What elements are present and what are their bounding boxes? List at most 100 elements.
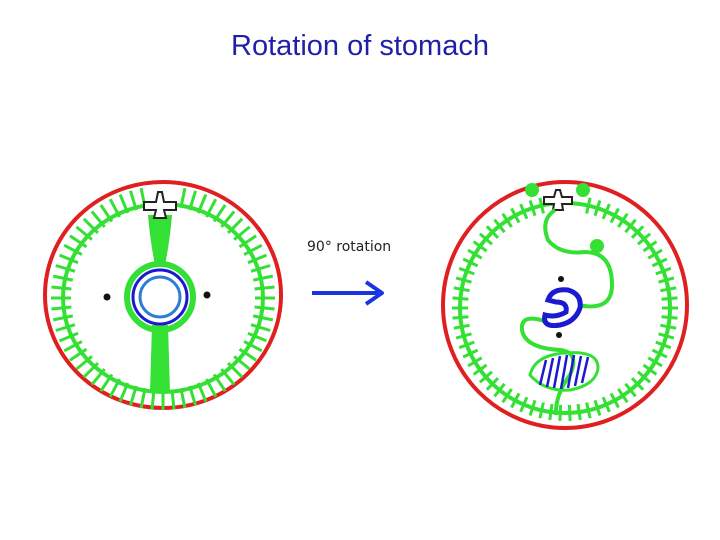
hatch-mark [548,403,554,421]
hatch-mark [661,296,678,301]
rotation-arrow [312,280,384,306]
liver-hatching [538,354,590,390]
hatch-mark [651,257,668,268]
hatch-mark [220,368,236,386]
hatch-mark [567,404,572,421]
hatch-mark [493,382,506,398]
hatch-mark [212,204,227,223]
stomach-mesentery-ring [124,261,196,333]
hatch-mark [593,399,602,416]
hatch-mark [139,387,147,409]
stomach-lumen-left [138,275,182,319]
hatch-mark [118,382,130,403]
hatch-mark [247,331,268,343]
hatch-mark [655,266,672,276]
marker-dot-right-2 [556,332,562,338]
hatch-mark [90,368,106,386]
vertebra-icon [143,191,177,219]
hatching-right [452,197,678,421]
hatch-mark [129,385,138,406]
hatch-mark [233,225,251,241]
hatch-mark [75,225,93,241]
hatch-mark [99,204,114,223]
hatch-mark [51,305,72,311]
hatch-mark [69,347,88,362]
hatch-mark [658,276,675,284]
hatch-mark [501,212,513,228]
hatch-mark [58,331,79,343]
hatch-mark [462,257,479,268]
hatch-mark [528,399,537,416]
hatch-mark [243,340,263,353]
hatch-mark [647,248,663,260]
dorsal-mesentery-right [543,208,615,309]
hatch-mark [69,234,88,249]
hatch-mark [493,218,506,234]
hatch-mark [609,207,620,224]
dorsal-mesentery-left [148,215,172,265]
hatch-mark [179,387,187,409]
hatch-mark [252,274,274,282]
hatch-mark [660,323,677,330]
hatch-mark [63,243,83,256]
hatch-mark [661,315,678,320]
hatch-mark [651,348,668,359]
hatch-mark [472,240,488,253]
hatch-mark [478,232,493,246]
hatch-mark [75,355,93,371]
hatch-mark [617,212,629,228]
hatch-mark [90,210,106,228]
hatch-mark [601,203,611,220]
hatch-mark [99,373,114,392]
after-rotation-diagram [441,180,689,430]
hatch-mark [212,373,227,392]
hatch-mark [609,392,620,409]
hatch-mark [655,340,672,350]
hatch-mark [585,402,592,419]
hatch-mark [254,305,275,311]
before-rotation-diagram [43,180,283,410]
hatch-mark [196,193,208,214]
hatch-mark [247,253,268,265]
hatch-mark [519,203,529,220]
hatch-mark [467,356,483,368]
hatch-mark [52,274,74,282]
page-title: Rotation of stomach [231,30,489,62]
hatch-mark [51,285,72,291]
hatch-mark [637,232,652,246]
ventral-mesentery-left [150,325,170,392]
hatch-mark [458,266,475,276]
hatch-mark [528,200,537,217]
hatch-mark [188,385,197,406]
hatch-mark [630,225,645,239]
hatch-mark [455,276,472,284]
hatch-mark [453,286,470,293]
mesentery-node-2 [576,183,590,197]
hatch-mark [254,285,275,291]
hatch-mark [250,323,271,332]
hatch-mark [129,190,138,211]
body-wall-right [441,180,689,430]
stomach-right [542,287,583,328]
hatch-mark [510,207,521,224]
hatch-mark [238,347,257,362]
hatch-mark [52,314,74,322]
hatch-mark [478,370,493,384]
hatch-mark [647,356,663,368]
marker-dot-left-2 [203,291,211,299]
hatch-mark [150,389,156,410]
hatch-mark [458,340,475,350]
hatch-mark [630,377,645,391]
hatch-mark [82,362,99,379]
hatch-mark [501,388,513,404]
hatch-mark [196,382,208,403]
hatch-mark [233,355,251,371]
hatch-mark [205,378,218,398]
hatch-mark [55,323,76,332]
hatch-mark [205,198,218,218]
hatch-mark [472,363,488,376]
hatch-mark [82,217,99,234]
hatch-mark [637,370,652,384]
hatch-mark [642,363,658,376]
marker-dot-right-1 [558,276,564,282]
